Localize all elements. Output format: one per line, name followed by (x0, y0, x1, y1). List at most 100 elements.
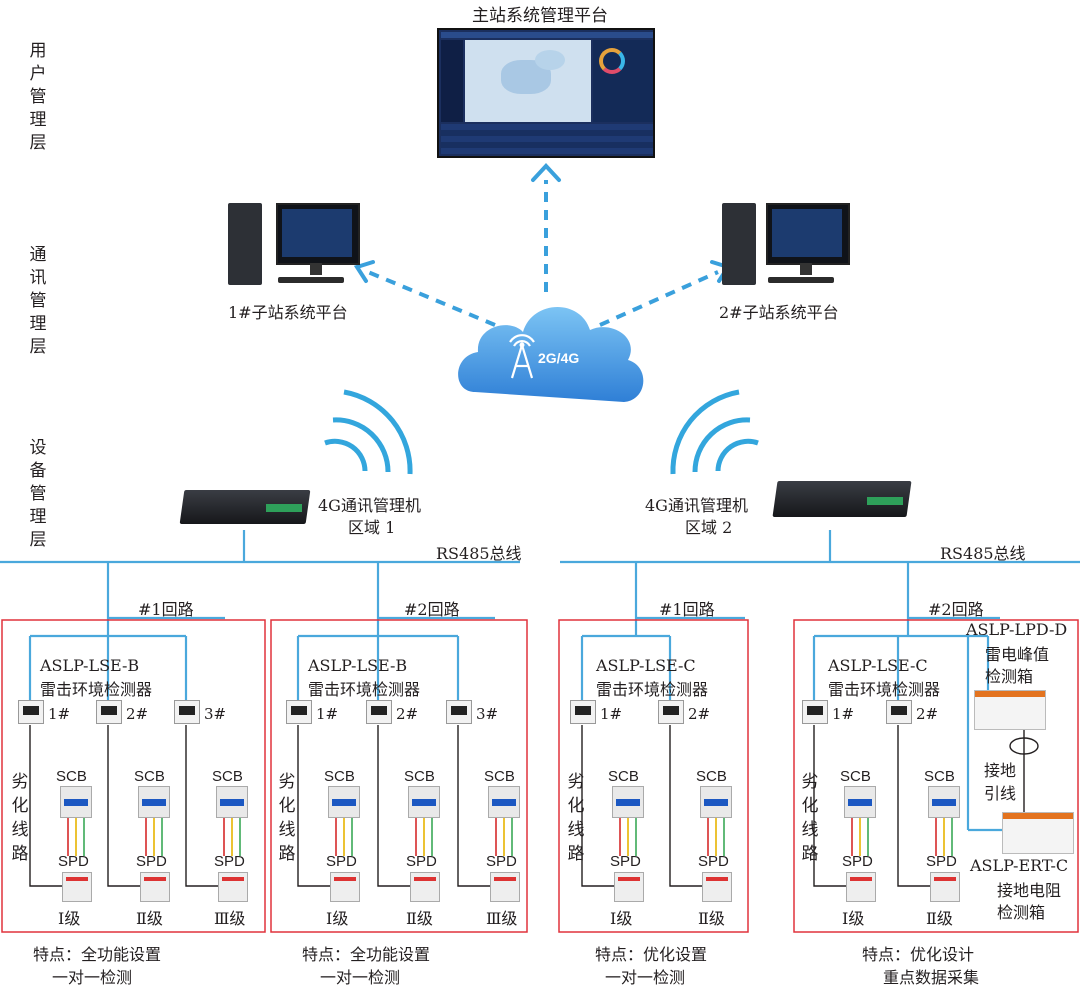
group-4-model: ASLP-LSE-C (828, 656, 928, 675)
sub-station-2-label: 2#子站系统平台 (719, 303, 839, 322)
group-2-feature-2: 一对一检测 (320, 968, 401, 987)
layer-label-comm: 通讯管理层 (29, 245, 47, 357)
scb-label: SCB (212, 768, 243, 785)
rs485-bus (0, 530, 1080, 832)
spd-icon (140, 872, 170, 902)
layer-label-device: 设备管理层 (29, 438, 47, 550)
sub-station-1-label: 1#子站系统平台 (228, 303, 348, 322)
group-3-model: ASLP-LSE-C (596, 656, 696, 675)
meter-icon (886, 700, 912, 724)
meter-label: 1# (316, 705, 339, 723)
spd-label: SPD (406, 853, 437, 870)
spd-label: SPD (842, 853, 873, 870)
scb-breaker-icon (488, 786, 520, 818)
sub-station-1-pc-icon (228, 203, 360, 295)
group-2-loop-label: #2回路 (404, 600, 460, 619)
group-4-feature-2: 重点数据采集 (883, 968, 980, 987)
spd-label: SPD (136, 853, 167, 870)
master-platform-title: 主站系统管理平台 (472, 6, 608, 26)
meter-label: 2# (688, 705, 711, 723)
ert-name-2: 检测箱 (997, 903, 1046, 922)
spd-icon (702, 872, 732, 902)
lpd-name-2: 检测箱 (985, 667, 1034, 686)
lpd-name-1: 雷电峰值 (985, 645, 1050, 664)
scb-breaker-icon (928, 786, 960, 818)
ert-name-1: 接地电阻 (997, 881, 1062, 900)
group-1-feature: 特点：全功能设置 (33, 945, 162, 964)
gateway-1-region: 区域 1 (348, 518, 396, 537)
group-4-device-name: 雷击环境检测器 (828, 680, 941, 699)
group-1-degraded-line: 劣化线路 (11, 772, 29, 864)
group-3-feature: 特点：优化设置 (595, 945, 708, 964)
meter-icon (18, 700, 44, 724)
group-4-loop-label: #2回路 (928, 600, 984, 619)
dashed-arrows (367, 180, 719, 327)
wiring (29, 725, 1039, 887)
wireless-icon-left (324, 389, 413, 475)
meter-label: 1# (832, 705, 855, 723)
group-2-degraded-line: 劣化线路 (278, 772, 296, 864)
meter-label: 1# (600, 705, 623, 723)
scb-label: SCB (404, 768, 435, 785)
scb-breaker-icon (216, 786, 248, 818)
spd-icon (218, 872, 248, 902)
spd-label: SPD (610, 853, 641, 870)
gateway-2-region: 区域 2 (685, 518, 733, 537)
meter-label: 2# (126, 705, 149, 723)
level-label: Ⅲ级 (486, 909, 518, 928)
sub-station-2-pc-icon (722, 203, 852, 295)
master-platform-screen (437, 28, 655, 158)
group-1-feature-2: 一对一检测 (52, 968, 133, 987)
scb-label: SCB (484, 768, 515, 785)
spd-icon (330, 872, 360, 902)
gateway-1-title: 4G通讯管理机 (318, 496, 421, 515)
level-label: Ⅰ级 (326, 909, 349, 928)
meter-label: 2# (916, 705, 939, 723)
meter-icon (802, 700, 828, 724)
scb-breaker-icon (138, 786, 170, 818)
group-1-loop-label: #1回路 (138, 600, 194, 619)
group-2-model: ASLP-LSE-B (308, 656, 408, 675)
scb-label: SCB (56, 768, 87, 785)
level-label: Ⅲ级 (214, 909, 246, 928)
ground-lead-1: 接地 (984, 761, 1017, 780)
lpd-box-icon (974, 690, 1046, 730)
meter-label: 3# (204, 705, 227, 723)
scb-label: SCB (696, 768, 727, 785)
scb-breaker-icon (844, 786, 876, 818)
scb-breaker-icon (328, 786, 360, 818)
group-2-device-name: 雷击环境检测器 (308, 680, 421, 699)
layer-label-user: 用户管理层 (29, 41, 47, 153)
scb-label: SCB (924, 768, 955, 785)
scb-breaker-icon (408, 786, 440, 818)
group-3-degraded-line: 劣化线路 (567, 772, 585, 864)
scb-label: SCB (324, 768, 355, 785)
ground-lead-2: 引线 (984, 784, 1017, 803)
level-label: Ⅰ级 (58, 909, 81, 928)
spd-label: SPD (486, 853, 517, 870)
meter-icon (174, 700, 200, 724)
group-4-feature: 特点：优化设计 (862, 945, 975, 964)
group-2-feature: 特点：全功能设置 (302, 945, 431, 964)
colored-wires (67, 818, 953, 856)
group-3-feature-2: 一对一检测 (605, 968, 686, 987)
group-3-device-name: 雷击环境检测器 (596, 680, 709, 699)
spd-label: SPD (326, 853, 357, 870)
scb-breaker-icon (612, 786, 644, 818)
bus-1-label: RS485总线 (436, 544, 522, 563)
spd-label: SPD (214, 853, 245, 870)
gateway-2-title: 4G通讯管理机 (645, 496, 748, 515)
scb-breaker-icon (700, 786, 732, 818)
wireless-icon-right (670, 389, 759, 475)
level-label: Ⅱ级 (136, 909, 163, 928)
meter-icon (658, 700, 684, 724)
scb-breaker-icon (60, 786, 92, 818)
group-3-loop-label: #1回路 (659, 600, 715, 619)
group-4-degraded-line: 劣化线路 (801, 772, 819, 864)
spd-icon (614, 872, 644, 902)
meter-icon (366, 700, 392, 724)
gateway-2-device (772, 481, 915, 521)
lpd-model: ASLP-LPD-D (966, 620, 1068, 639)
